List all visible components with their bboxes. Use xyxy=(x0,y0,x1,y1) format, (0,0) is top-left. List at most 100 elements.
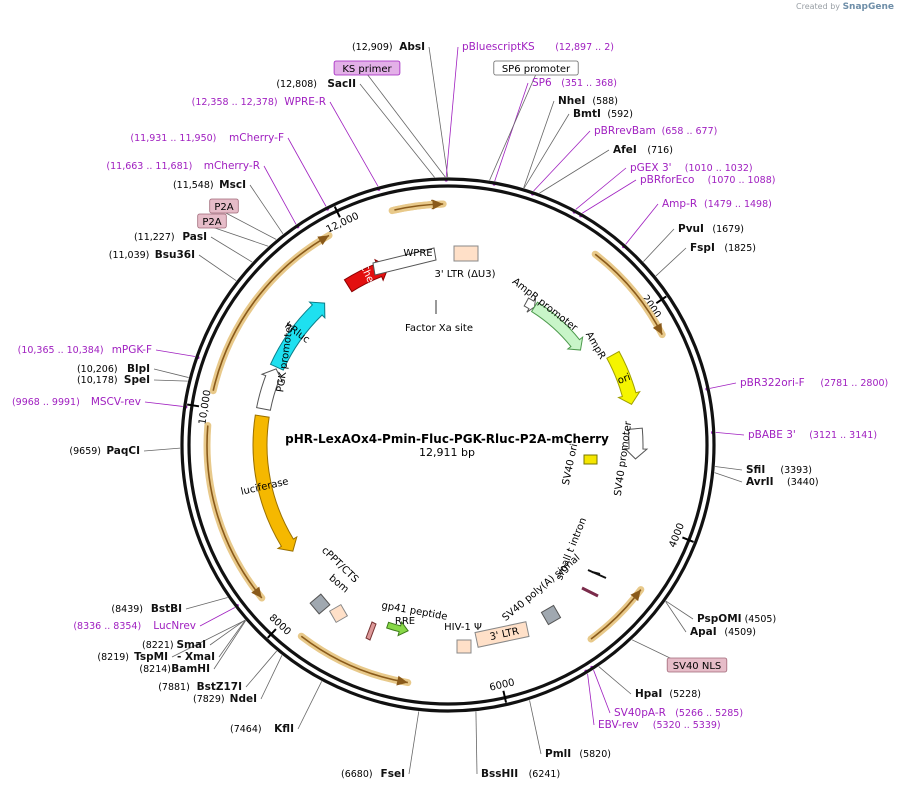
restriction-site[interactable]: SacII(12,808) xyxy=(276,78,356,90)
primer-site[interactable]: LucNrev (8336 .. 8354) xyxy=(73,620,196,632)
leader-line xyxy=(523,113,570,189)
primer-site[interactable]: Amp-R(1479 .. 1498) xyxy=(662,198,772,210)
enzyme-name: - XmaI xyxy=(177,651,215,663)
primer-site[interactable]: mPGK-F(10,365 .. 10,384) xyxy=(18,344,152,356)
enzyme-position: (11,548) xyxy=(173,180,214,191)
primer-name: LucNrev xyxy=(153,620,196,632)
tick-label: 10,000 xyxy=(197,389,213,425)
restriction-site[interactable]: AfeI(716) xyxy=(613,144,673,156)
primer-range: (8336 .. 8354) xyxy=(73,621,141,632)
enzyme-position: (7829) xyxy=(193,694,225,705)
sv40-polya-box xyxy=(540,604,562,626)
restriction-site[interactable]: PmlI(5820) xyxy=(545,748,611,760)
primer-site[interactable]: pBABE 3'(3121 .. 3141) xyxy=(748,429,877,441)
enzyme-name: BmtI xyxy=(573,108,601,120)
primer-name: SV40pA-R xyxy=(614,707,666,719)
primer-site[interactable]: pBluescriptKS(12,897 .. 2) xyxy=(462,41,614,53)
boxed-feature-label[interactable]: P2A xyxy=(197,213,227,229)
restriction-site[interactable]: FspI(1825) xyxy=(690,242,756,254)
restriction-site[interactable]: SpeI (10,178) xyxy=(77,374,150,386)
primer-site[interactable]: MSCV-rev(9968 .. 9991) xyxy=(12,396,141,408)
leader-line xyxy=(143,447,181,452)
restriction-site[interactable]: BstBI(8439) xyxy=(111,603,182,615)
enzyme-position: (9659) xyxy=(69,446,101,457)
primer-site[interactable]: mCherry-R(11,663 .. 11,681) xyxy=(106,160,260,172)
restriction-site[interactable]: HpaI(5228) xyxy=(635,688,701,700)
restriction-site[interactable]: AvrII(3440) xyxy=(746,476,819,488)
enzyme-position: (12,909) xyxy=(352,42,393,53)
primer-site[interactable]: mCherry-F(11,931 .. 11,950) xyxy=(130,132,284,144)
feature-ampr-promoter xyxy=(523,297,537,313)
primer-site[interactable]: pBRforEco(1070 .. 1088) xyxy=(640,174,775,186)
primer-site[interactable]: pBR322ori-F(2781 .. 2800) xyxy=(740,377,888,389)
leader-line xyxy=(155,349,196,357)
leader-line xyxy=(539,149,610,194)
boxed-feature-label[interactable]: KS primer xyxy=(333,60,401,76)
boxed-feature-bg xyxy=(333,60,401,76)
small-t-intron-mark xyxy=(587,569,607,579)
primer-range: (12,897 .. 2) xyxy=(555,42,614,53)
restriction-site[interactable]: ApaI(4509) xyxy=(690,626,756,638)
enzyme-name: HpaI xyxy=(635,688,662,700)
enzyme-name: SfiI xyxy=(746,464,765,476)
primer-site[interactable]: SV40pA-R(5266 .. 5285) xyxy=(614,707,743,719)
restriction-site[interactable]: SfiI (3393) xyxy=(746,464,812,476)
primer-site[interactable]: EBV-rev(5320 .. 5339) xyxy=(598,719,721,731)
leader-line xyxy=(715,466,743,471)
enzyme-name: AbsI xyxy=(399,41,425,53)
restriction-site[interactable]: TspMI(8219) xyxy=(97,651,168,663)
enzyme-name: AfeI xyxy=(613,144,637,156)
leader-line xyxy=(223,211,277,240)
boxed-feature-label[interactable]: SV40 NLS xyxy=(666,657,728,673)
enzyme-position: (3393) xyxy=(780,465,812,476)
restriction-site[interactable]: SmaI(8221) xyxy=(142,639,206,651)
primer-site[interactable]: SP6(351 .. 368) xyxy=(532,77,617,89)
leader-line xyxy=(287,137,327,207)
restriction-site[interactable]: BlpI(10,206) xyxy=(77,363,150,375)
restriction-site[interactable]: KflI(7464) xyxy=(230,723,294,735)
restriction-site[interactable]: Bsu36I(11,039) xyxy=(109,249,195,261)
restriction-site[interactable]: NdeI(7829) xyxy=(193,693,257,705)
tick-label: 4000 xyxy=(667,522,687,550)
restriction-site[interactable]: FseI(6680) xyxy=(341,768,405,780)
boxed-feature-label[interactable]: P2A xyxy=(209,198,239,214)
restriction-site[interactable]: BamHI(8214) xyxy=(139,663,210,675)
primer-range: (3121 .. 3141) xyxy=(809,430,877,441)
sv40-ori-box xyxy=(583,454,598,465)
restriction-site[interactable]: PasI(11,227) xyxy=(134,231,207,243)
enzyme-position: (4509) xyxy=(724,627,756,638)
restriction-site[interactable]: PvuI(1679) xyxy=(678,223,744,235)
primer-name: pGEX 3' xyxy=(630,162,672,174)
primer-name: mCherry-R xyxy=(204,160,260,172)
restriction-site[interactable]: - XmaI xyxy=(177,651,215,663)
inner-feature-label: AmpR promoter xyxy=(510,276,580,334)
enzyme-position: (1825) xyxy=(724,243,756,254)
primer-site[interactable]: pBRrevBam(658 .. 677) xyxy=(594,125,717,137)
leader-line xyxy=(153,379,188,382)
enzyme-name: SpeI xyxy=(124,374,150,386)
restriction-site[interactable]: PaqCI(9659) xyxy=(69,445,140,457)
leader-line xyxy=(575,167,627,210)
enzyme-name: NheI xyxy=(558,95,585,107)
restriction-site[interactable]: BstZ17I(7881) xyxy=(158,681,242,693)
primer-site[interactable]: WPRE-R(12,358 .. 12,378) xyxy=(192,96,326,108)
restriction-site[interactable]: AbsI (12,909) xyxy=(352,41,425,53)
leader-line xyxy=(582,179,637,214)
restriction-site[interactable]: BmtI(592) xyxy=(573,108,633,120)
boxed-feature-bg xyxy=(666,657,728,673)
leader-line xyxy=(144,401,183,407)
enzyme-name: PasI xyxy=(182,231,207,243)
primer-site[interactable]: pGEX 3'(1010 .. 1032) xyxy=(630,162,753,174)
boxed-feature-bg xyxy=(493,60,579,76)
restriction-site[interactable]: BssHII(6241) xyxy=(481,768,560,780)
leader-line xyxy=(475,711,478,775)
inner-feature-label: SV40 promoter xyxy=(613,420,635,497)
restriction-site[interactable]: NheI(588) xyxy=(558,95,618,107)
restriction-site[interactable]: MscI(11,548) xyxy=(173,179,246,191)
leader-line xyxy=(199,607,236,627)
orf-arc xyxy=(300,635,408,684)
enzyme-position: (10,178) xyxy=(77,375,118,386)
restriction-site[interactable]: PspOMI(4505) xyxy=(697,613,776,625)
boxed-feature-label[interactable]: SP6 promoter xyxy=(493,60,579,76)
